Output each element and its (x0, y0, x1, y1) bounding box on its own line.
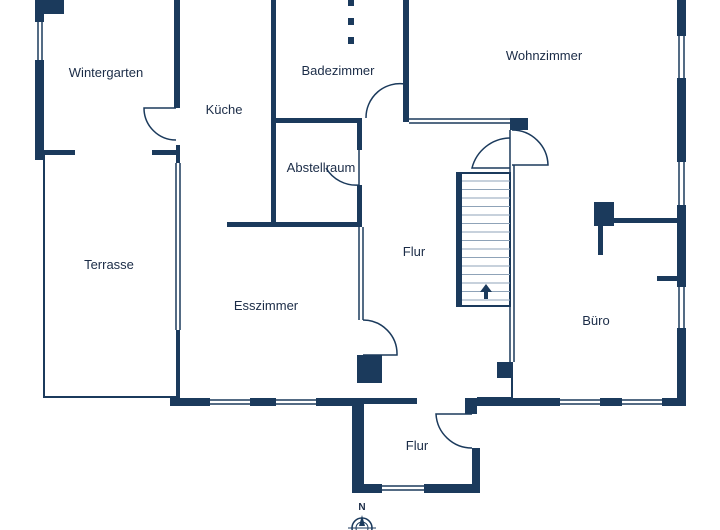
room-label-flur: Flur (403, 244, 426, 259)
room-label-esszimmer: Esszimmer (234, 298, 299, 313)
walls (35, 0, 686, 493)
wall (170, 398, 210, 406)
room-label-wintergarten: Wintergarten (69, 65, 143, 80)
wall (176, 330, 180, 398)
room-label-buero: Büro (582, 313, 609, 328)
wall (662, 398, 686, 406)
wall (276, 118, 362, 123)
wall (424, 484, 480, 493)
terrasse-outline (43, 155, 176, 398)
wall (472, 448, 480, 492)
arrow-up-icon (480, 284, 492, 299)
wall (598, 218, 678, 223)
wall (357, 185, 362, 227)
wall (600, 398, 622, 406)
wall (497, 362, 512, 378)
staircase (456, 172, 511, 307)
compass-north-label: N (358, 502, 365, 513)
wall (348, 37, 354, 44)
wall (174, 0, 180, 108)
door (511, 129, 549, 166)
wall (598, 218, 603, 255)
wall (35, 0, 44, 22)
wall (403, 0, 409, 122)
doors (143, 82, 549, 449)
room-label-abstellraum: Abstellraum (287, 160, 356, 175)
stair-outline (456, 172, 511, 307)
room-labels: Wintergarten Küche Badezimmer Wohnzimmer… (69, 48, 610, 453)
wall (357, 118, 362, 150)
door (435, 413, 473, 449)
wall (250, 398, 276, 406)
door (471, 137, 511, 169)
wall (677, 0, 686, 36)
wall (677, 328, 686, 406)
wall (176, 145, 180, 163)
wall (44, 150, 75, 155)
door (362, 319, 398, 356)
wall (271, 0, 276, 222)
wall (348, 0, 354, 6)
door (365, 82, 406, 119)
wall (348, 18, 354, 25)
room-label-badezimmer: Badezimmer (302, 63, 376, 78)
door (143, 107, 177, 141)
door (325, 150, 360, 186)
wall (465, 398, 560, 406)
wall (35, 60, 44, 160)
wall (227, 222, 362, 227)
wall (152, 150, 180, 155)
wall (357, 355, 382, 383)
room-label-kueche: Küche (206, 102, 243, 117)
wall (352, 484, 382, 493)
wall (677, 205, 686, 287)
wall (357, 398, 417, 404)
wall (352, 400, 364, 492)
wall (510, 118, 528, 130)
room-label-terrasse: Terrasse (84, 257, 134, 272)
room-label-wohnzimmer: Wohnzimmer (506, 48, 583, 63)
wall (465, 398, 477, 414)
wall (316, 398, 361, 406)
room-label-flur-entry: Flur (406, 438, 429, 453)
wall (44, 0, 64, 14)
wall (657, 276, 677, 281)
wall (677, 78, 686, 162)
compass-icon: N (348, 502, 376, 530)
